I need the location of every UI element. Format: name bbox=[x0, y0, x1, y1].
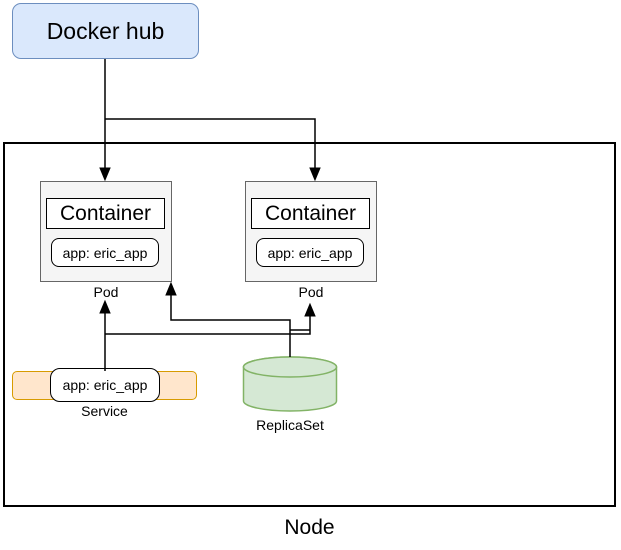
pod-1-app-chip: app: eric_app bbox=[51, 238, 159, 267]
replicaset-cylinder-icon bbox=[242, 356, 338, 412]
node-label: Node bbox=[284, 516, 335, 539]
pod-1-label: Pod bbox=[93, 284, 119, 300]
pod-1-container-box: Container bbox=[46, 198, 165, 229]
pod-2-app-label: app: eric_app bbox=[267, 244, 353, 261]
service-label: Service bbox=[81, 403, 128, 419]
pod-2-app-chip: app: eric_app bbox=[256, 238, 364, 267]
docker-hub-box: Docker hub bbox=[12, 3, 199, 59]
replicaset-cylinder-top bbox=[242, 356, 338, 378]
pod-2-box: Container app: eric_app bbox=[245, 181, 377, 282]
service-app-chip: app: eric_app bbox=[50, 368, 160, 402]
pod-2-container-label: Container bbox=[264, 201, 357, 225]
replicaset-label: ReplicaSet bbox=[256, 417, 324, 433]
pod-2-container-box: Container bbox=[251, 198, 370, 229]
docker-hub-label: Docker hub bbox=[46, 17, 165, 44]
service-app-label: app: eric_app bbox=[62, 377, 148, 393]
pod-1-container-label: Container bbox=[59, 201, 152, 225]
pod-1-box: Container app: eric_app bbox=[40, 181, 172, 282]
pod-1-app-label: app: eric_app bbox=[62, 244, 148, 261]
pod-2-label: Pod bbox=[298, 284, 324, 300]
